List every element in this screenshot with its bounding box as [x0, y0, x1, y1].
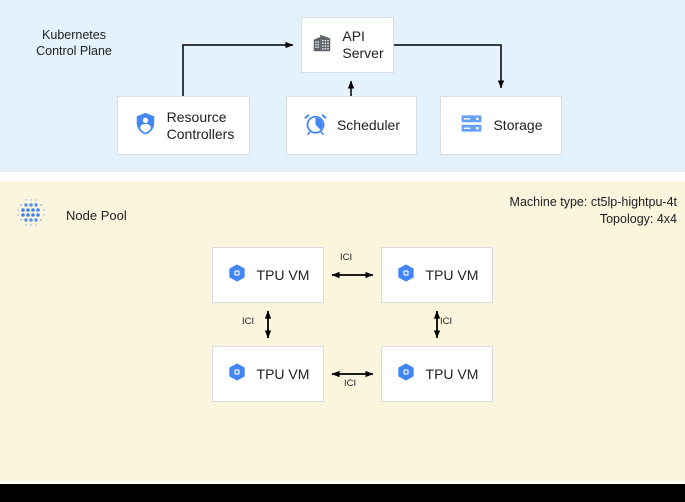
node-pool-section	[0, 181, 685, 481]
ici-label-top: ICI	[340, 252, 353, 263]
ici-label-bottom: ICI	[344, 378, 357, 389]
hexagon-chip-icon	[396, 263, 416, 288]
node-tpu-vm-2-label: TPU VM	[256, 366, 310, 382]
node-api-server[interactable]: API Server	[301, 17, 394, 73]
hexagon-chip-icon	[227, 263, 247, 288]
ici-label-left: ICI	[242, 316, 255, 327]
node-storage[interactable]: Storage	[440, 96, 562, 155]
node-tpu-vm-0[interactable]: TPU VM	[212, 247, 324, 303]
building-icon	[311, 32, 333, 59]
server-rack-icon	[459, 111, 484, 141]
node-storage-label: Storage	[493, 117, 543, 133]
node-tpu-vm-1-label: TPU VM	[425, 267, 479, 283]
node-resource-controllers-label: Resource Controllers	[166, 108, 235, 142]
machine-metadata: Machine type: ct5lp-hightpu-4t Topology:…	[510, 194, 677, 228]
dot-cluster-icon	[14, 196, 48, 235]
alarm-clock-icon	[303, 111, 328, 141]
node-scheduler[interactable]: Scheduler	[286, 96, 417, 155]
topology-text: Topology: 4x4	[599, 212, 677, 226]
node-tpu-vm-2[interactable]: TPU VM	[212, 346, 324, 402]
machine-type-text: Machine type: ct5lp-hightpu-4t	[509, 195, 677, 209]
node-api-server-label: API Server	[342, 28, 384, 61]
node-pool-heading: Node Pool	[14, 196, 127, 235]
node-pool-label: Node Pool	[66, 208, 127, 223]
node-tpu-vm-3-label: TPU VM	[425, 366, 479, 382]
shield-person-icon	[133, 111, 158, 141]
ici-label-right: ICI	[440, 316, 453, 327]
footer-bar	[0, 484, 685, 502]
node-resource-controllers[interactable]: Resource Controllers	[117, 96, 250, 155]
hexagon-chip-icon	[227, 362, 247, 387]
node-scheduler-label: Scheduler	[336, 117, 401, 133]
node-tpu-vm-3[interactable]: TPU VM	[381, 346, 493, 402]
hexagon-chip-icon	[396, 362, 416, 387]
control-plane-label: Kubernetes Control Plane	[36, 28, 112, 58]
node-tpu-vm-1[interactable]: TPU VM	[381, 247, 493, 303]
node-tpu-vm-0-label: TPU VM	[256, 267, 310, 283]
